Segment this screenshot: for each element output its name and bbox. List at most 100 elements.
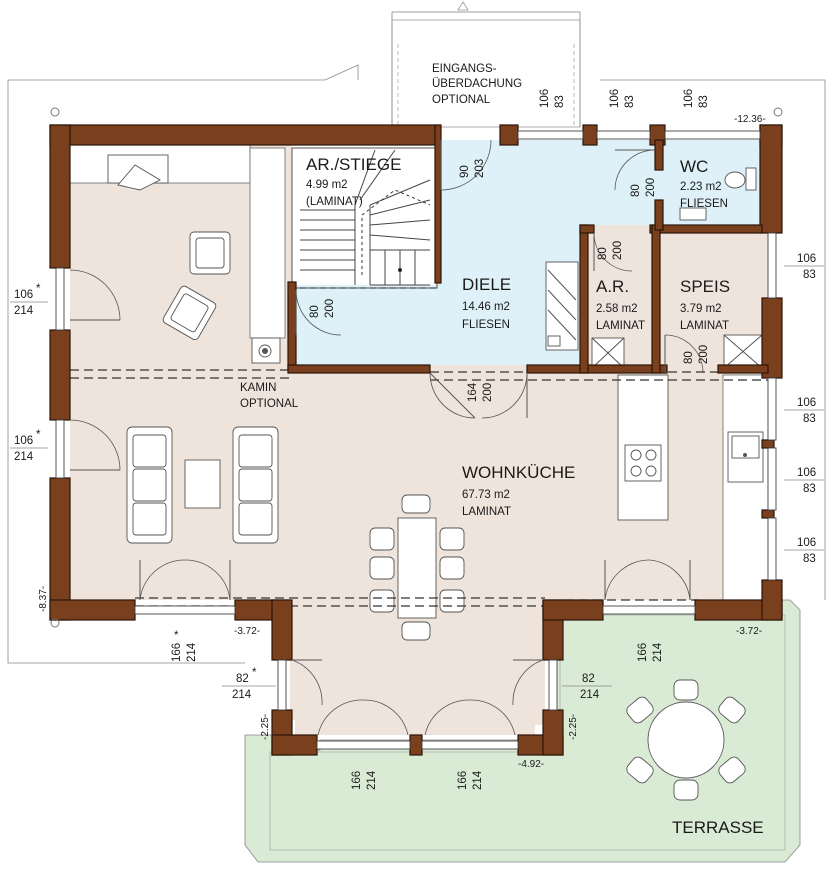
ar-name: A.R. <box>596 277 629 296</box>
level-225-right: -2.25- <box>568 714 579 740</box>
wc-name: WC <box>680 157 708 176</box>
outer-dimension-frame <box>7 64 826 664</box>
svg-text:106: 106 <box>609 89 621 108</box>
dim-wohn-door: 164 200 <box>467 382 494 402</box>
svg-text:200: 200 <box>324 299 336 318</box>
svg-text:214: 214 <box>580 689 600 701</box>
terrace-name: TERRASSE <box>672 818 764 837</box>
svg-text:80: 80 <box>309 305 321 318</box>
diele-strip-floor <box>505 140 580 230</box>
kitchen-island <box>617 374 669 521</box>
diele-area: 14.46 m2 <box>462 301 510 313</box>
diele-name: DIELE <box>462 275 511 294</box>
dim-top-b: 106 83 <box>609 89 636 108</box>
wohn-name: WOHNKÜCHE <box>462 463 575 482</box>
svg-text:80: 80 <box>597 247 609 260</box>
dim-wc-door: 80 200 <box>630 178 657 197</box>
dim-bottom-right: 166 214 <box>637 642 664 662</box>
svg-text:*: * <box>36 283 41 295</box>
diele-floor: FLIESEN <box>462 319 510 331</box>
svg-text:200: 200 <box>645 178 657 197</box>
door-swings <box>69 139 704 736</box>
coffee-table <box>184 459 221 509</box>
dim-right-1: 106 83 <box>784 253 824 281</box>
wardrobe <box>545 261 579 351</box>
desk <box>107 154 169 191</box>
level-1236: -12.36- <box>734 114 766 125</box>
kamin-line-2: OPTIONAL <box>240 398 299 410</box>
terrace-table <box>626 679 746 801</box>
speis-area: 3.79 m2 <box>680 303 722 315</box>
staircase <box>291 147 440 289</box>
speis-floor: LAMINAT <box>680 320 729 332</box>
svg-text:80: 80 <box>630 184 642 197</box>
svg-text:83: 83 <box>624 95 636 108</box>
kamin-line-1: KAMIN <box>240 382 276 394</box>
svg-text:164: 164 <box>467 382 479 402</box>
wohn-floor: LAMINAT <box>462 506 511 518</box>
svg-text:106: 106 <box>797 253 816 265</box>
fireplace-column <box>249 147 286 364</box>
svg-text:106: 106 <box>797 397 816 409</box>
svg-text:214: 214 <box>472 770 484 790</box>
dim-bay-right: 82 214 <box>562 673 612 701</box>
walls <box>49 124 783 756</box>
level-492: -4.92- <box>518 759 544 770</box>
dim-top-c: 106 83 <box>683 89 710 108</box>
svg-text:83: 83 <box>698 95 710 108</box>
dim-right-4: 106 83 <box>784 537 824 565</box>
dim-speis-door: 80 200 <box>683 345 710 364</box>
svg-text:166: 166 <box>351 771 363 790</box>
shaft-speis <box>723 334 763 369</box>
stair-area: 4.99 m2 <box>306 179 348 191</box>
svg-text:83: 83 <box>803 413 816 425</box>
svg-text:203: 203 <box>474 159 486 178</box>
svg-text:83: 83 <box>554 95 566 108</box>
svg-text:90: 90 <box>459 165 471 178</box>
dim-top-a: 106 83 <box>539 89 566 108</box>
entrance-canopy <box>391 1 581 128</box>
stair-floor <box>292 145 437 285</box>
svg-text:106: 106 <box>14 289 33 301</box>
speis-name: SPEIS <box>680 277 730 296</box>
svg-text:83: 83 <box>803 269 816 281</box>
svg-text:166: 166 <box>637 643 649 662</box>
dim-bay-front-right: 166 214 <box>457 770 484 790</box>
corner-markers <box>50 107 783 628</box>
dim-stair-door: 80 200 <box>309 299 336 318</box>
svg-text:166: 166 <box>457 771 469 790</box>
level-372-right: -3.72- <box>736 626 762 637</box>
dim-bottom-left-star: * <box>174 630 179 642</box>
armchair-1 <box>189 231 231 275</box>
shaft-ar <box>591 337 625 369</box>
ar-area: 2.58 m2 <box>596 303 638 315</box>
dim-bottom-left: 166 214 <box>171 642 198 662</box>
stair-hall-floor <box>295 285 440 365</box>
canopy-line-1: EINGANGS- <box>432 63 497 75</box>
svg-text:82: 82 <box>236 673 249 685</box>
dim-bay-left: 82 * 214 <box>222 667 276 701</box>
armchair-2 <box>162 285 217 341</box>
svg-text:83: 83 <box>803 553 816 565</box>
svg-text:*: * <box>252 667 257 679</box>
level-837: -8.37- <box>38 586 49 612</box>
canopy-line-3: OPTIONAL <box>432 94 491 106</box>
dim-entry-door: 90 203 <box>459 159 486 178</box>
svg-text:200: 200 <box>698 345 710 364</box>
stair-floor: (LAMINAT) <box>306 196 363 208</box>
svg-text:214: 214 <box>14 305 34 317</box>
stair-name: AR./STIEGE <box>306 155 401 174</box>
svg-text:83: 83 <box>803 483 816 495</box>
dim-ar-door: 80 200 <box>597 241 624 260</box>
dim-bay-front-left: 166 214 <box>351 770 378 790</box>
svg-text:82: 82 <box>582 673 595 685</box>
svg-text:106: 106 <box>683 89 695 108</box>
wc-floor: FLIESEN <box>680 198 728 210</box>
svg-text:*: * <box>36 429 41 441</box>
svg-text:106: 106 <box>797 537 816 549</box>
svg-text:166: 166 <box>171 643 183 662</box>
dim-left-upper: 106 * 214 <box>10 283 48 317</box>
level-225-left: -2.25- <box>260 714 271 740</box>
dim-right-2: 106 83 <box>784 397 824 425</box>
